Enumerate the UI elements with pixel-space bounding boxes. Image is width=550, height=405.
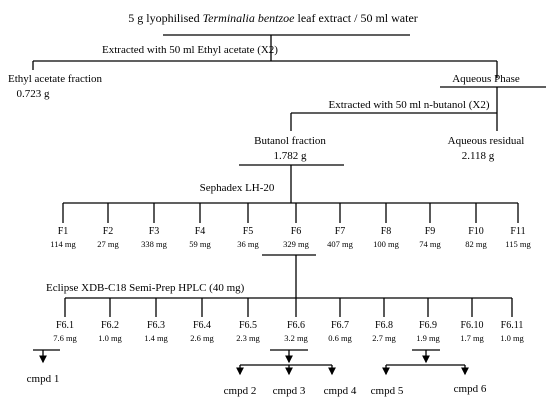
subfraction-name: F6.3 [146,320,166,331]
subfraction-name: F6.5 [238,320,258,331]
fraction-name: F1 [57,226,69,237]
fraction-name: F6 [290,226,302,237]
fraction-mass: 82 mg [465,239,487,249]
ethyl-acetate-mass: 0.723 g [16,88,50,100]
fraction-name: F4 [194,226,206,237]
sephadex-label: Sephadex LH-20 [199,182,275,194]
subfraction-mass: 1.4 mg [144,333,168,343]
subfraction-mass: 1.7 mg [460,333,484,343]
fraction-mass: 338 mg [141,239,167,249]
fraction-mass: 27 mg [97,239,119,249]
fraction-mass: 59 mg [189,239,211,249]
compound-1: cmpd 1 [26,373,60,385]
subfraction-mass: 2.6 mg [190,333,214,343]
step2-label: Extracted with 50 ml n-butanol (X2) [328,99,490,111]
title-suffix: leaf extract / 50 ml water [294,11,418,25]
subfraction-name: F6.9 [418,320,438,331]
subfraction-name: F6.6 [286,320,306,331]
subfraction-mass: 1.9 mg [416,333,440,343]
fraction-mass: 74 mg [419,239,441,249]
subfraction-name: F6.4 [192,320,212,331]
hplc-label: Eclipse XDB-C18 Semi-Prep HPLC (40 mg) [46,282,245,294]
fraction-mass: 115 mg [505,239,531,249]
fraction-name: F7 [334,226,346,237]
fraction-mass: 100 mg [373,239,399,249]
fraction-name: F5 [242,226,254,237]
compound-6: cmpd 6 [453,383,487,395]
fraction-name: F11 [510,226,526,237]
subfraction-mass: 3.2 mg [284,333,308,343]
fraction-name: F10 [468,226,484,237]
fraction-mass: 407 mg [327,239,353,249]
fraction-name: F9 [424,226,436,237]
subfraction-mass: 1.0 mg [500,333,524,343]
subfraction-name: F6.10 [460,320,484,331]
fraction-mass: 329 mg [283,239,309,249]
ethyl-acetate-label: Ethyl acetate fraction [7,73,103,85]
compound-2: cmpd 2 [223,385,257,397]
aqueous-phase-label: Aqueous Phase [452,73,520,85]
butanol-label: Butanol fraction [254,135,326,147]
step1-label: Extracted with 50 ml Ethyl acetate (X2) [102,44,278,56]
compound-4: cmpd 4 [323,385,357,397]
aqueous-residual-mass: 2.118 g [461,150,495,162]
subfraction-name: F6.8 [374,320,394,331]
title-species: Terminalia bentzoe [202,11,295,25]
fraction-name: F2 [102,226,114,237]
title-prefix: 5 g lyophilised [128,11,203,25]
subfraction-name: F6.7 [330,320,350,331]
fraction-mass: 36 mg [237,239,259,249]
subfraction-mass: 2.3 mg [236,333,260,343]
subfraction-mass: 2.7 mg [372,333,396,343]
subfraction-name: F6.2 [100,320,120,331]
subfraction-mass: 7.6 mg [53,333,77,343]
fraction-mass: 114 mg [50,239,76,249]
butanol-mass: 1.782 g [273,150,307,162]
subfraction-name: F6.1 [55,320,75,331]
extract-title: 5 g lyophilised Terminalia bentzoe leaf … [128,12,418,24]
subfraction-mass: 0.6 mg [328,333,352,343]
fraction-name: F8 [380,226,392,237]
aqueous-residual-label: Aqueous residual [447,135,525,147]
fraction-name: F3 [148,226,160,237]
compound-3: cmpd 3 [272,385,306,397]
subfraction-name: F6.11 [500,320,524,331]
subfraction-mass: 1.0 mg [98,333,122,343]
compound-5: cmpd 5 [370,385,404,397]
